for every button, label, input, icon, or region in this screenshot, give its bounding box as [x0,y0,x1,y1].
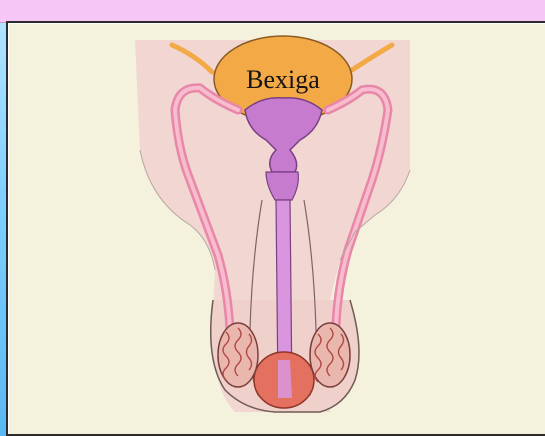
bladder-label: Bexiga [246,65,320,94]
urethral-meatus [278,360,292,398]
